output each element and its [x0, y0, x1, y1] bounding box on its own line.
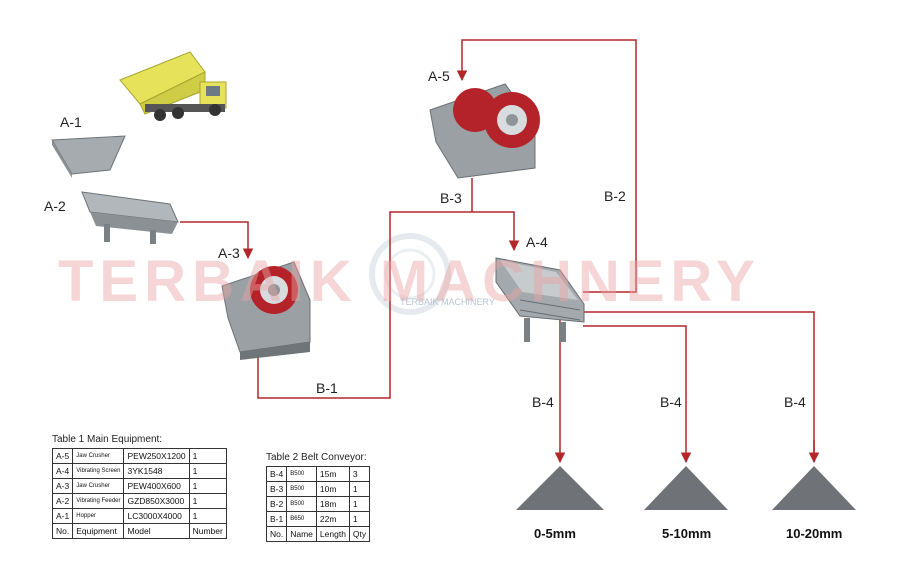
dump-truck-icon: [119, 51, 227, 121]
pile-5-10: [644, 466, 728, 510]
line-b4-branch-2: [583, 325, 692, 464]
hopper-icon: [51, 135, 126, 178]
vibrating-screen-icon: [495, 257, 585, 342]
output-label-2: 10-20mm: [786, 526, 843, 541]
jaw-crusher-a5-icon: [429, 83, 540, 179]
label-a2: A-2: [44, 198, 66, 214]
label-b4-1: B-4: [532, 394, 554, 410]
label-b2: B-2: [604, 188, 626, 204]
label-b3: B-3: [440, 190, 462, 206]
watermark-logo: [369, 233, 451, 315]
jaw-crusher-a3-icon: [221, 261, 311, 360]
conveyor-lines: [180, 39, 820, 464]
output-label-0: 0-5mm: [534, 526, 576, 541]
line-a2-to-a3: [180, 221, 254, 260]
watermark-subtext: TERBAIK MACHINERY: [400, 297, 495, 307]
watermark-text: TERBAIK MACHNERY: [58, 249, 761, 314]
line-b2-a4-to-a5: [456, 39, 637, 293]
label-b4-3: B-4: [784, 394, 806, 410]
label-a3: A-3: [218, 245, 240, 261]
label-a5: A-5: [428, 68, 450, 84]
pile-0-5: [516, 466, 604, 510]
label-b1: B-1: [316, 380, 338, 396]
pile-10-20: [772, 466, 856, 510]
table2-caption: Table 2 Belt Conveyor:: [266, 452, 367, 463]
label-b4-2: B-4: [660, 394, 682, 410]
line-b1-a3-to-a4: [257, 211, 520, 399]
vibrating-feeder-icon: [81, 191, 179, 244]
output-piles: [516, 466, 856, 510]
label-a1: A-1: [60, 114, 82, 130]
label-a4: A-4: [526, 234, 548, 250]
table1-caption: Table 1 Main Equipment:: [52, 434, 163, 445]
output-label-1: 5-10mm: [662, 526, 712, 541]
line-b4-a4-to-outputs: [583, 311, 815, 462]
